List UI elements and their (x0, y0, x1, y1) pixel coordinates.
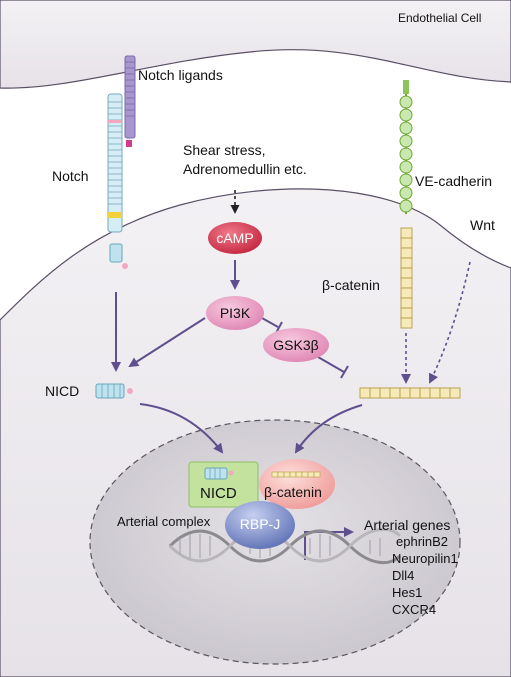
nicd-nuclear-label: NICD (200, 485, 237, 502)
inhibition-gsk3b-beta-catenin (317, 356, 349, 379)
beta-catenin-nuclear-node (259, 459, 335, 509)
arterial-complex-label: Arterial complex (117, 514, 211, 529)
arrow-pi3k-to-nicd (128, 317, 206, 368)
nicd-label: NICD (45, 383, 80, 399)
gene-list-item: Dll4 (392, 568, 415, 583)
nicd-nuclear-icon (204, 467, 234, 480)
beta-catenin-nuclear-label: β-catenin (264, 484, 322, 500)
wnt-label: Wnt (470, 217, 495, 233)
cell-title: Endothelial Cell (398, 11, 482, 25)
beta-catenin-membrane-label: β-catenin (322, 277, 380, 293)
notch-receptor (107, 93, 128, 269)
notch-ligands-label: Notch ligands (138, 67, 223, 83)
gsk3b-label: GSK3β (273, 337, 319, 353)
arrow-wnt-to-beta-catenin (428, 261, 471, 384)
beta-catenin-nuclear-bar (271, 471, 321, 478)
notch-label: Notch (52, 168, 89, 184)
arterial-genes-title: Arterial genes (364, 517, 451, 533)
gsk3b-node (263, 328, 329, 362)
shear-stress-label-line1: Shear stress, (183, 142, 266, 158)
arrow-to-arterial-genes (304, 527, 354, 560)
gene-list-item: ephrinB2 (396, 534, 449, 549)
cytoplasmic-nicd-icon (95, 383, 133, 399)
pi3k-node (206, 296, 264, 330)
gene-list-item: Neuropilin1 (392, 551, 458, 566)
gene-list-item: Hes1 (392, 585, 423, 600)
shear-stress-label-line2: Adrenomedullin etc. (183, 161, 307, 177)
ve-cadherin-chain (399, 80, 413, 214)
ve-cadherin-label: VE-cadherin (415, 173, 493, 189)
camp-node (208, 222, 262, 254)
rbpj-label: RBP-J (239, 516, 281, 532)
cytoplasmic-beta-catenin-bar (359, 387, 461, 399)
rbpj-node (225, 501, 295, 549)
arrow-nicd-to-nucleus (139, 403, 224, 454)
notch-ligand (124, 55, 136, 147)
camp-label: cAMP (216, 230, 254, 246)
arrow-beta-catenin-to-nucleus (294, 404, 363, 454)
membrane-beta-catenin-stack (400, 227, 413, 329)
pi3k-label: PI3K (219, 305, 251, 321)
gene-list-item: CXCR4 (392, 602, 437, 617)
